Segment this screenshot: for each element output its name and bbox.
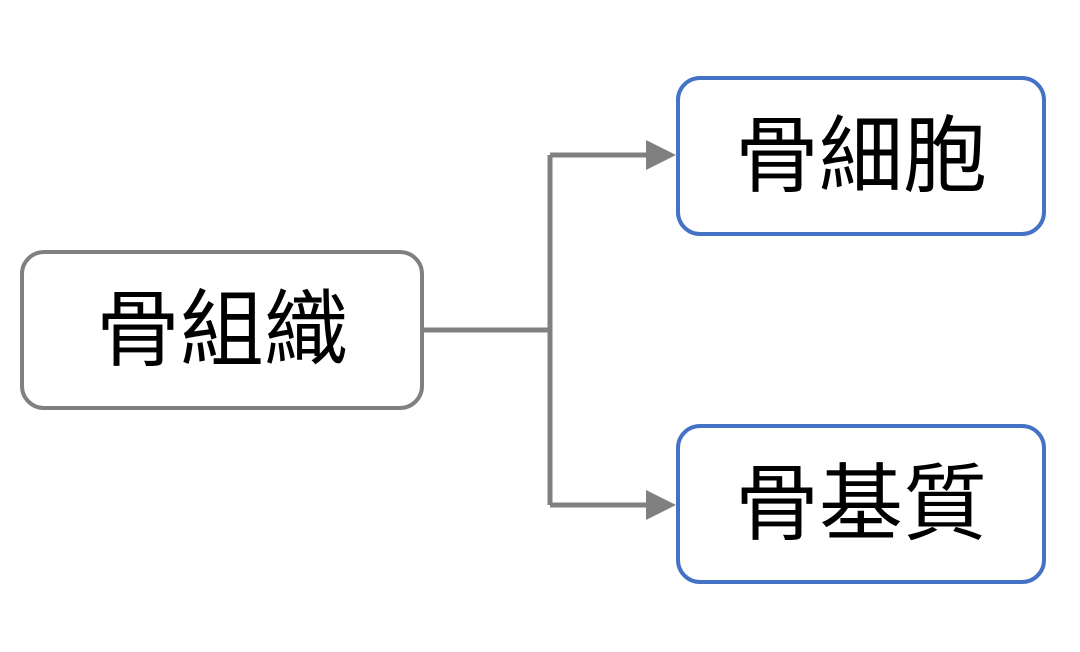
child-node-bottom-label: 骨基質 [734, 455, 987, 553]
child-node-top: 骨細胞 [676, 76, 1046, 236]
bottom-arrowhead-icon [646, 490, 676, 520]
child-node-top-label: 骨細胞 [734, 107, 987, 205]
root-node: 骨組織 [20, 250, 424, 410]
top-arrowhead-icon [646, 140, 676, 170]
root-node-label: 骨組織 [95, 281, 348, 379]
child-node-bottom: 骨基質 [676, 424, 1046, 584]
